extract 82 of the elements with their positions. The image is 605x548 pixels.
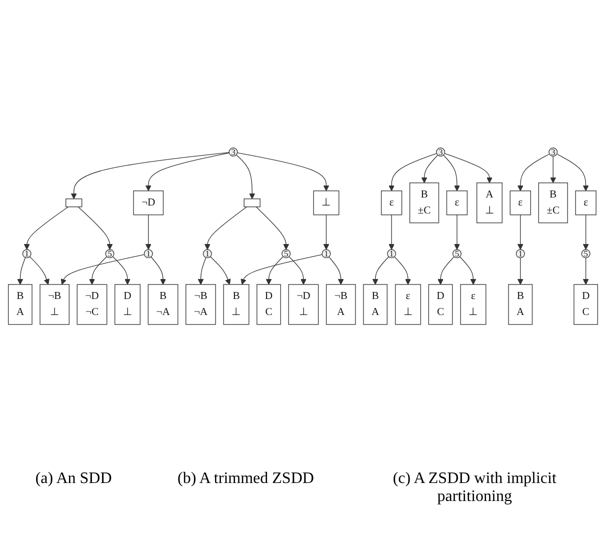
arrow — [144, 214, 151, 250]
arrow — [204, 206, 247, 250]
node-box: ε ⊥ — [394, 284, 420, 325]
subfigure-caption: (c) A ZSDD with implicit partitioning — [392, 470, 558, 506]
arrow — [454, 214, 460, 250]
arrow — [516, 258, 523, 285]
node-box: ε — [509, 190, 530, 216]
arrow — [442, 154, 460, 192]
node-circle: 1 — [386, 249, 396, 258]
node-box: ¬B ⊥ — [39, 284, 69, 325]
node-box: ε — [380, 190, 402, 216]
node-box: B A — [8, 284, 32, 325]
arrow — [388, 214, 394, 250]
node-circle: 3 — [228, 148, 238, 157]
node-circle: 1 — [321, 249, 330, 258]
arrow — [550, 156, 556, 184]
arrow — [60, 254, 144, 285]
node-box: D C — [573, 284, 598, 325]
node-box: ε — [574, 190, 596, 216]
node-circle: 5 — [580, 249, 590, 258]
arrow — [28, 256, 49, 285]
arrow — [322, 214, 329, 250]
arrow — [437, 256, 454, 285]
node-box: ε — [446, 190, 468, 216]
arrow — [197, 257, 206, 285]
arrow — [265, 256, 284, 285]
arrow — [388, 153, 437, 192]
node-circle: 5 — [281, 249, 290, 258]
node-box: ¬D ⊥ — [288, 284, 318, 325]
arrow — [70, 152, 229, 200]
arrow — [112, 256, 130, 285]
arrow — [582, 258, 588, 285]
arrow — [23, 206, 68, 250]
node-box: ¬B ¬A — [185, 284, 216, 325]
arrow — [556, 154, 588, 192]
node-circle: 5 — [104, 249, 114, 258]
arrow — [16, 257, 26, 285]
arrow — [394, 256, 410, 285]
node-box — [65, 198, 82, 208]
node-box: ε ⊥ — [460, 284, 486, 325]
arrow — [255, 206, 289, 250]
subfigure-caption: (a) An SDD — [35, 470, 112, 489]
arrow — [77, 206, 112, 250]
arrow — [240, 254, 322, 285]
node-circle: 3 — [548, 148, 558, 157]
arrow — [150, 256, 166, 285]
subfigure-caption: (b) A trimmed ZSDD — [177, 470, 314, 489]
node-box: B ⊥ — [222, 284, 249, 325]
arrow — [288, 256, 306, 285]
arrow — [235, 154, 255, 200]
arrow — [582, 214, 588, 250]
arrow — [210, 256, 230, 285]
arrow — [516, 154, 550, 192]
arrow — [420, 154, 438, 184]
node-circle: 5 — [452, 249, 461, 258]
arrow — [444, 153, 492, 184]
arrow — [144, 152, 229, 192]
node-box — [243, 198, 260, 208]
node-box: B ±C — [408, 182, 439, 224]
node-circle: 1 — [515, 249, 524, 258]
node-box: B A — [362, 284, 387, 325]
node-box: ¬D — [132, 190, 164, 216]
node-box: ¬D ¬C — [76, 284, 107, 325]
arrow — [372, 256, 389, 285]
node-box: B ¬A — [147, 284, 178, 325]
node-circle: 1 — [143, 249, 152, 258]
arrow — [236, 152, 329, 192]
arrow — [328, 256, 344, 285]
node-box: ¬B A — [326, 284, 356, 325]
node-box: D C — [256, 284, 280, 325]
arrow — [516, 214, 523, 250]
node-circle: 1 — [22, 249, 31, 258]
node-box: ⊥ — [312, 190, 339, 216]
node-circle: 1 — [202, 249, 212, 258]
node-circle: 3 — [436, 148, 445, 157]
arrow — [458, 256, 476, 285]
arrow — [88, 256, 107, 285]
node-box: D C — [428, 284, 452, 325]
node-box: B A — [508, 284, 532, 325]
node-box: D ⊥ — [114, 284, 140, 325]
node-box: B ±C — [538, 182, 568, 224]
node-box: A ⊥ — [476, 182, 502, 224]
